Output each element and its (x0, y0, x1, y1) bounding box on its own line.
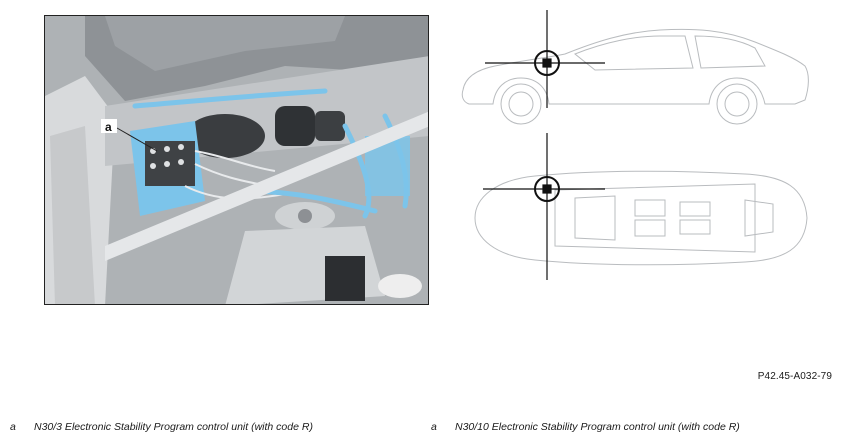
legend-item-n30-10: a N30/10 Electronic Stability Program con… (431, 421, 740, 433)
figure-reference-code: P42.45-A032-79 (757, 371, 832, 382)
top-view-locator-icon (483, 133, 605, 280)
legend-key: a (10, 421, 16, 433)
legend-item-n30-3: a N30/3 Electronic Stability Program cont… (10, 421, 313, 433)
callout-a: a (105, 120, 112, 134)
car-side-view (461, 28, 809, 105)
legend-key: a (431, 421, 437, 433)
legend-text: N30/10 Electronic Stability Program cont… (455, 421, 740, 433)
car-top-view (474, 170, 808, 266)
legend-text: N30/3 Electronic Stability Program contr… (34, 421, 313, 433)
vehicle-location-views (455, 8, 835, 308)
engine-bay-illustration: a (44, 15, 429, 305)
side-view-locator-icon (485, 10, 605, 108)
